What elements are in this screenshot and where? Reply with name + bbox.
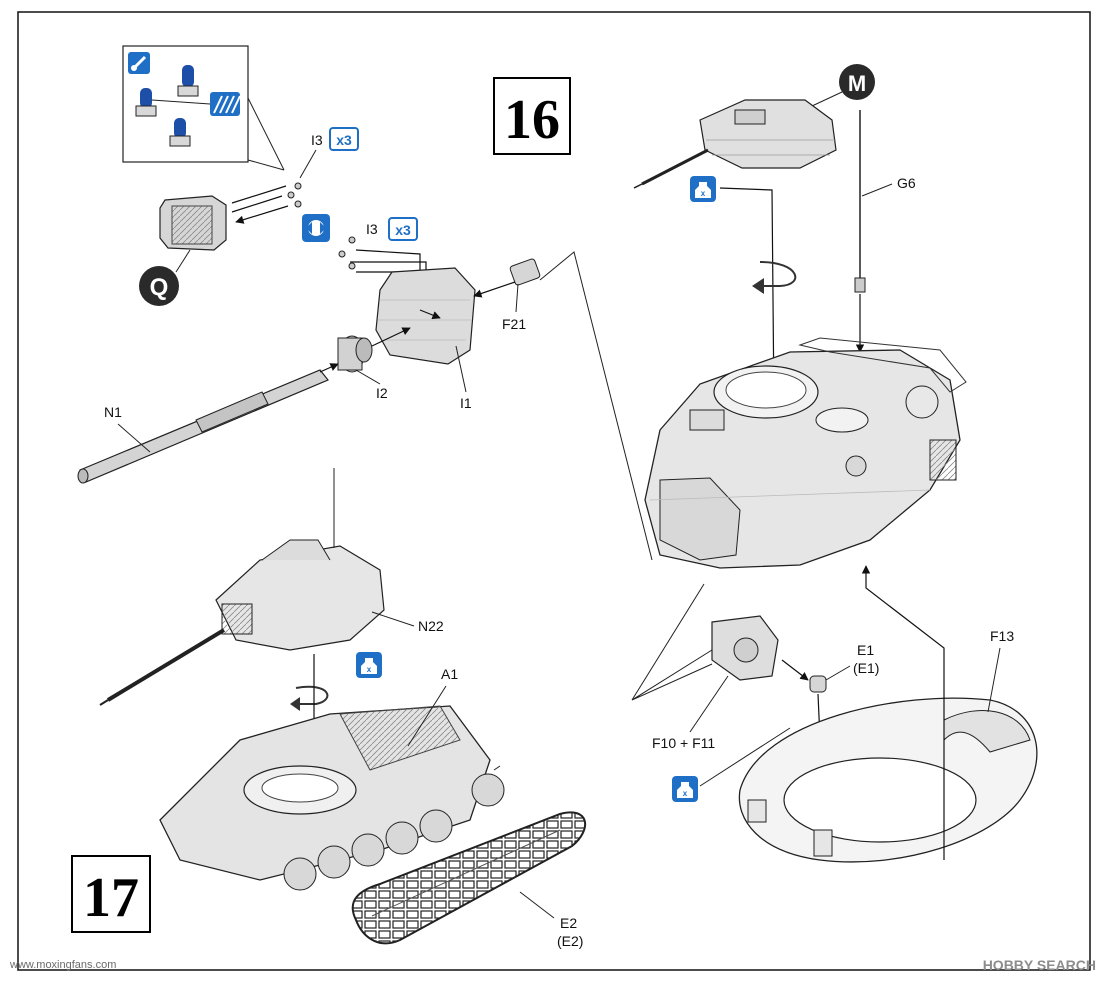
- part-E1: [809, 675, 827, 693]
- part-label-E1-alt: (E1): [853, 660, 879, 676]
- step-16-number: 16: [504, 89, 560, 151]
- svg-text:M: M: [848, 71, 866, 96]
- small-part-figure-2: [135, 88, 157, 117]
- part-label-F10-F11: F10 + F11: [652, 735, 715, 751]
- turret-assembly: [644, 337, 967, 569]
- glue-options-icon: [210, 92, 241, 116]
- svg-text:x: x: [683, 789, 688, 798]
- rotate-both-sides-icon: [302, 214, 330, 242]
- glue-options-inset: [122, 45, 249, 163]
- page-frame: [17, 11, 1091, 971]
- callout-M: M: [839, 64, 875, 100]
- antenna-G6: [854, 110, 866, 293]
- repeat-x3-icon: x3: [329, 127, 359, 151]
- rotate-arrow-icon: [290, 685, 329, 711]
- small-part-figure-1: [177, 65, 199, 97]
- step-17-number: 17: [83, 867, 139, 929]
- track-E2: [351, 811, 587, 945]
- part-label-I2: I2: [376, 385, 388, 401]
- glue-bottle-icon: x: [356, 652, 382, 678]
- gun-mantlet-I1: [375, 267, 476, 365]
- pin-group-top: [287, 182, 302, 208]
- part-label-E1: E1: [857, 642, 874, 658]
- assembly-arrow-base-to-turret: [861, 565, 945, 860]
- glue-bottle-icon: x: [690, 176, 716, 202]
- commander-cupola: [633, 99, 837, 189]
- road-wheels: [283, 773, 505, 891]
- part-label-I3-top: I3: [311, 132, 323, 148]
- rotate-arrow-icon: [752, 261, 797, 294]
- callout-Q: Q: [139, 266, 179, 306]
- turret-base-F13: [738, 697, 1038, 863]
- svg-text:x: x: [701, 189, 706, 198]
- part-label-F13: F13: [990, 628, 1014, 644]
- small-part-figure-3: [169, 118, 191, 147]
- part-label-E2: E2: [560, 915, 577, 931]
- part-I2: [337, 335, 373, 373]
- pin-group-mid: [338, 236, 356, 270]
- apply-glue-icon: [128, 52, 150, 74]
- searchlight-housing: [159, 195, 227, 251]
- footer-brand: HOBBY SEARCH: [983, 957, 1096, 973]
- hull-A1: [159, 705, 505, 891]
- step-17-box: 17: [71, 855, 151, 933]
- part-F21: [509, 258, 541, 286]
- svg-text:x: x: [367, 665, 372, 674]
- repeat-x3-icon: x3: [388, 217, 418, 241]
- part-label-I3-mid: I3: [366, 221, 378, 237]
- gun-barrel-N1: [77, 369, 329, 484]
- part-label-E2-alt: (E2): [557, 933, 583, 949]
- part-label-G6: G6: [897, 175, 916, 191]
- part-label-N1: N1: [104, 404, 122, 420]
- repeat-x3-label: x3: [336, 132, 352, 148]
- inset-leader: [247, 97, 285, 171]
- leader-F10-F11: [631, 583, 713, 701]
- footer-site-url: www.moxingfans.com: [9, 959, 116, 971]
- part-label-I1: I1: [460, 395, 472, 411]
- glue-bottle-icon: x: [672, 776, 698, 802]
- part-label-F21: F21: [502, 316, 526, 332]
- connector-line-gun-to-turret: [539, 251, 653, 561]
- part-label-A1: A1: [441, 666, 458, 682]
- part-F10-F11: [711, 615, 779, 681]
- step-16-box: 16: [493, 77, 571, 155]
- repeat-x3-label: x3: [395, 222, 411, 238]
- turret-assembled-N22: [99, 468, 385, 706]
- svg-text:Q: Q: [150, 274, 169, 301]
- part-label-N22: N22: [418, 618, 444, 634]
